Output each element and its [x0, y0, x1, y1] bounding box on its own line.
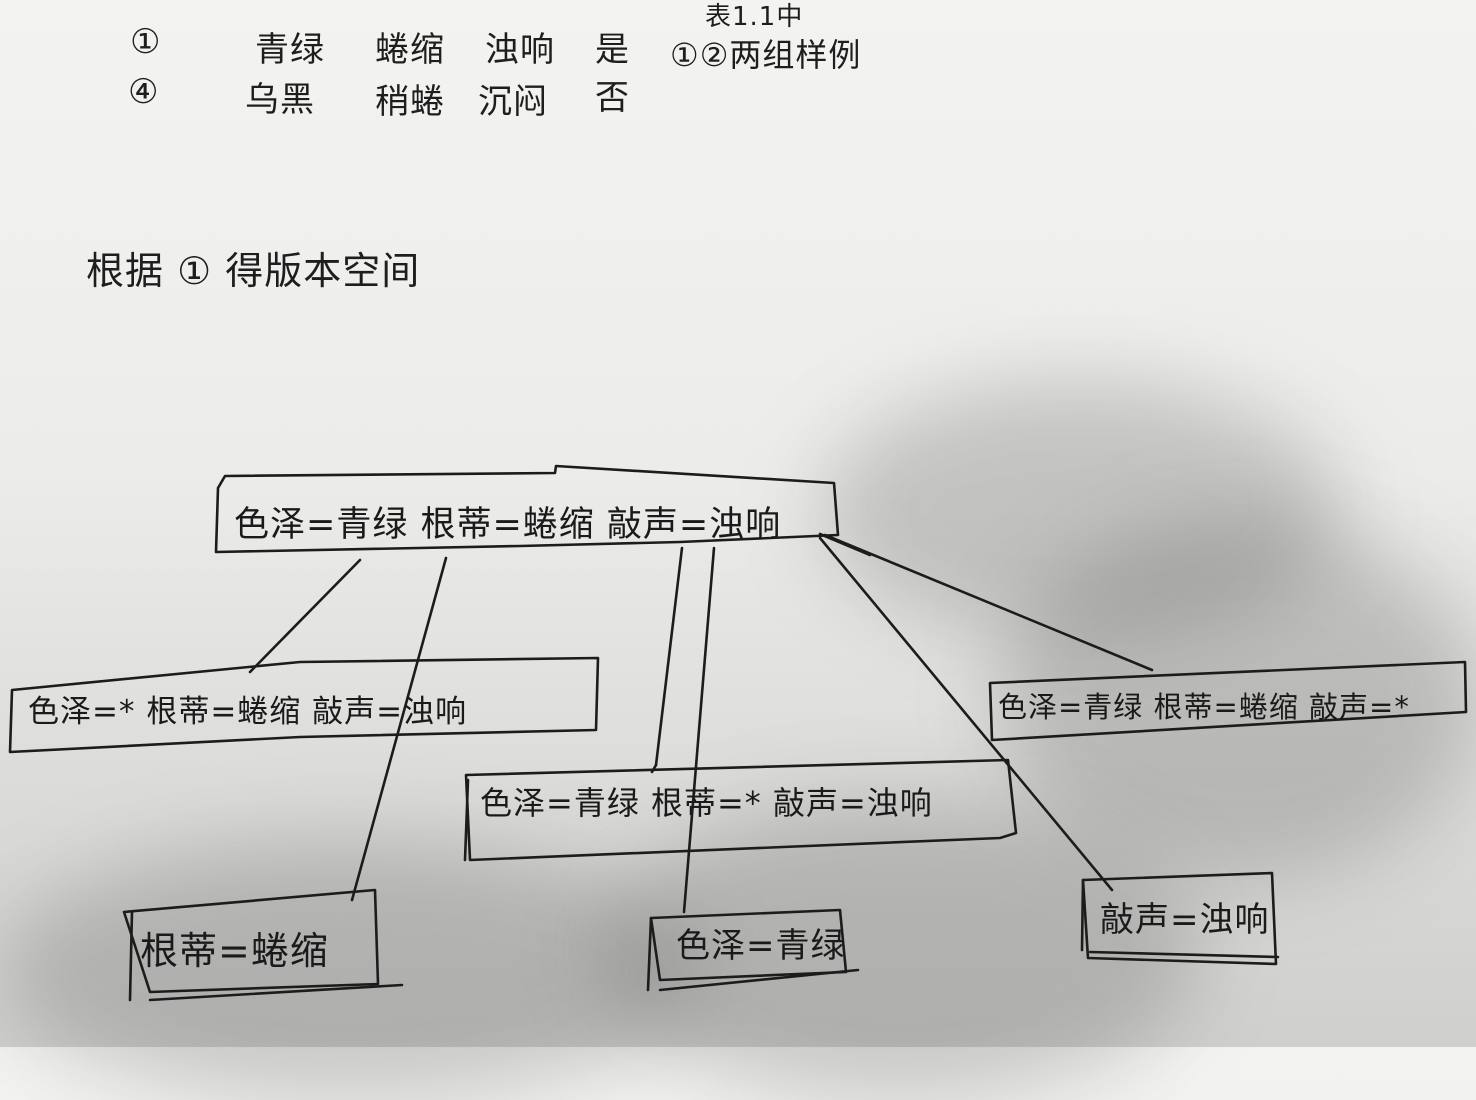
- row2-id: ④: [128, 72, 160, 112]
- box-l1-left: [8, 656, 600, 754]
- root-box: [214, 464, 840, 554]
- row2-color: 乌黑: [245, 80, 315, 120]
- row1-color: 青绿: [255, 30, 325, 70]
- l2-middle-node-text: 色泽=青绿: [676, 926, 846, 966]
- table-header-fragment: 表1.1中: [705, 2, 804, 32]
- edge-root-l1-middle: [654, 546, 684, 767]
- version-space-tree: [8, 464, 1468, 1002]
- row2-sound: 沉闷: [478, 82, 548, 122]
- row2-root: 稍蜷: [375, 82, 445, 122]
- l2-left-node-text: 根蒂=蜷缩: [140, 929, 329, 973]
- l1-left-node-text: 色泽=* 根蒂=蜷缩 敲声=浊响: [28, 694, 468, 730]
- l1-right-node-text: 色泽=青绿 根蒂=蜷缩 敲声=*: [998, 690, 1410, 724]
- row2-good: 否: [595, 78, 630, 118]
- row1-sound: 浊响: [485, 30, 555, 70]
- edge-root-l1-left: [248, 558, 362, 674]
- caption-text: 根据 ① 得版本空间: [86, 249, 421, 293]
- l1-middle-node-text: 色泽=青绿 根蒂=* 敲声=浊响: [480, 784, 933, 822]
- edge-root-l2-right: [818, 536, 1114, 892]
- edge-root-l2-left: [350, 556, 448, 902]
- edge-root-l1-right: [823, 533, 1154, 672]
- row1-note: ①②两组样例: [670, 36, 862, 74]
- row1-id: ①: [130, 22, 162, 62]
- l2-right-node-text: 敲声=浊响: [1100, 900, 1270, 940]
- box-l2-right: [1081, 871, 1278, 966]
- row1-good: 是: [595, 30, 630, 70]
- edge-root-l2-middle: [682, 546, 716, 914]
- box-l1-right: [988, 660, 1468, 742]
- row1-root: 蜷缩: [375, 30, 445, 70]
- box-l2-left: [122, 888, 380, 994]
- box-l1-middle: [464, 758, 1018, 862]
- root-node-text: 色泽=青绿 根蒂=蜷缩 敲声=浊响: [234, 505, 782, 545]
